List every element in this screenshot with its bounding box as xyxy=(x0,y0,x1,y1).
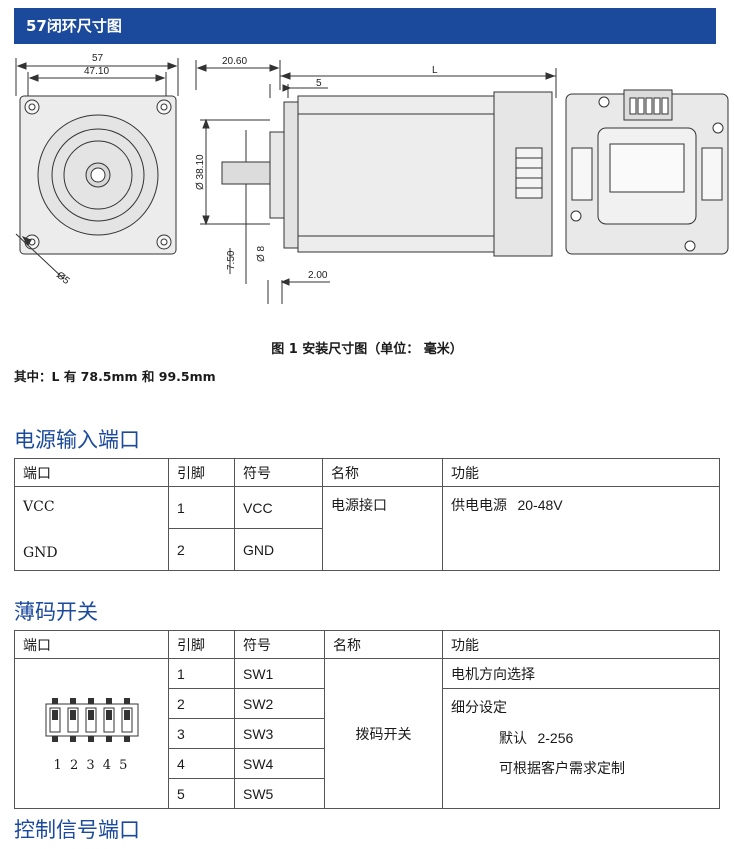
pin-cell: 1 xyxy=(168,658,235,689)
symbol-cell: SW2 xyxy=(234,688,325,719)
pin-cell: 4 xyxy=(168,748,235,779)
header-port: 端口 xyxy=(14,458,169,487)
length-note: 其中：L 有 78.5mm 和 99.5mm xyxy=(14,369,216,384)
pin-cell: 2 xyxy=(168,688,235,719)
dim-57: 57 xyxy=(92,53,104,64)
port-gnd: GND xyxy=(23,545,58,561)
symbol-cell: SW3 xyxy=(234,718,325,749)
symbol-cell: SW1 xyxy=(234,658,325,689)
table-header-row: 端口 引脚 符号 名称 功能 xyxy=(14,458,720,487)
dip-switch-icon xyxy=(45,698,138,742)
dim-200: 2.00 xyxy=(308,270,328,281)
power-port-cell: VCC GND xyxy=(14,486,169,571)
figure-caption: 图 1 安装尺寸图（单位： 毫米） xyxy=(271,342,463,357)
dim-phi8: Ø 8 xyxy=(256,245,267,262)
table-row: 5 SW5 xyxy=(15,778,720,809)
header-pin: 引脚 xyxy=(168,458,235,487)
function-label: 供电电源 xyxy=(451,498,507,514)
table-row: 1 2 3 4 5 1 SW1 拨码开关 电机方向选择 xyxy=(14,658,720,809)
function-value: 20-48V xyxy=(517,497,563,513)
function-subdiv-cell: 细分设定 默认 2-256 可根据客户需求定制 xyxy=(442,688,720,809)
dim-5: 5 xyxy=(316,78,322,89)
symbol-cell: SW5 xyxy=(234,778,325,809)
header-function: 功能 xyxy=(442,630,720,659)
dip-name-cell: 拨码开关 xyxy=(324,658,443,809)
dim-2060: 20.60 xyxy=(222,56,247,67)
installation-drawing: 57 47.10 Ø5 xyxy=(0,44,734,384)
header-port: 端口 xyxy=(14,630,169,659)
dim-750: 7.50 xyxy=(226,250,237,270)
dip-port-cell: 1 2 3 4 5 xyxy=(14,658,169,809)
pin-cell: 5 xyxy=(168,778,235,809)
pin-cell: 2 xyxy=(168,528,235,571)
table-row: VCC GND 1 VCC 电源接口 供电电源 20-48V xyxy=(14,486,720,571)
header-symbol: 符号 xyxy=(234,458,323,487)
function-direction: 电机方向选择 xyxy=(442,658,720,689)
header-name: 名称 xyxy=(324,630,443,659)
header-symbol: 符号 xyxy=(234,630,325,659)
dip-table: 端口 引脚 符号 名称 功能 1 2 3 4 5 1 SW1 xyxy=(14,630,720,809)
table-row: 2 SW2 细分设定 默认 2-256 可根据客户需求定制 xyxy=(15,688,720,809)
section-banner: 57闭环尺寸图 xyxy=(14,8,716,44)
table-header-row: 端口 引脚 符号 名称 功能 xyxy=(14,630,720,659)
header-pin: 引脚 xyxy=(168,630,235,659)
pin-cell: 3 xyxy=(168,718,235,749)
power-table: 端口 引脚 符号 名称 功能 VCC GND 1 VCC 电源接口 供电电源 2… xyxy=(14,458,720,571)
function-default: 默认 2-256 xyxy=(451,723,711,754)
default-value: 2-256 xyxy=(537,730,574,746)
port-vcc: VCC xyxy=(23,499,55,515)
power-function-cell: 供电电源 20-48V xyxy=(442,486,720,571)
rear-view xyxy=(565,89,729,255)
power-name-cell: 电源接口 xyxy=(322,486,443,571)
dim-L: L xyxy=(432,65,438,76)
default-label: 默认 xyxy=(499,731,527,747)
dim-phi3810: Ø 38.10 xyxy=(195,154,206,190)
table-row: 2 GND xyxy=(15,528,720,571)
pin-cell: 1 xyxy=(168,486,235,529)
header-function: 功能 xyxy=(442,458,720,487)
drawing-svg: 57 47.10 Ø5 xyxy=(15,53,729,304)
dip-section-title: 薄码开关 xyxy=(14,600,98,624)
dim-4710: 47.10 xyxy=(84,66,109,77)
table-row: 4 SW4 xyxy=(15,748,720,779)
control-section-title: 控制信号端口 xyxy=(14,818,140,842)
header-name: 名称 xyxy=(322,458,443,487)
switch-numbers: 1 2 3 4 5 xyxy=(53,758,130,773)
symbol-cell: GND xyxy=(234,528,323,571)
function-custom: 可根据客户需求定制 xyxy=(499,761,625,777)
symbol-cell: SW4 xyxy=(234,748,325,779)
function-subdiv: 细分设定 xyxy=(451,700,507,716)
side-view xyxy=(195,60,557,304)
symbol-cell: VCC xyxy=(234,486,323,529)
banner-title: 57闭环尺寸图 xyxy=(26,17,122,35)
power-section-title: 电源输入端口 xyxy=(14,428,140,452)
front-view xyxy=(15,58,179,280)
